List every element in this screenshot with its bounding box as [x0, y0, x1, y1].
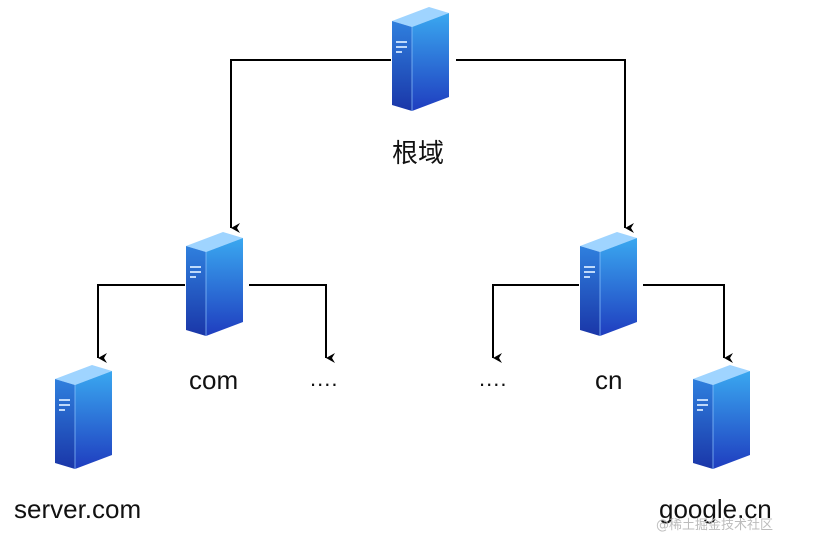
google-cn-label: google.cn: [659, 494, 772, 524]
server-icon: [579, 232, 638, 336]
com-domain-label: com: [189, 365, 239, 395]
cn-domain-label: cn: [595, 365, 623, 395]
connector-lines: [97, 59, 733, 363]
root-domain-label: 根域: [392, 139, 445, 169]
edge-com-ellipsis: [249, 284, 335, 363]
cn-more-label: ....: [479, 366, 508, 391]
com-more-label: ....: [310, 366, 339, 391]
server-icon: [185, 232, 244, 336]
watermark: @稀土掘金技术社区: [656, 518, 774, 533]
edge-com-server: [97, 284, 185, 363]
edge-cn-ellipsis: [492, 284, 579, 363]
edge-root-com: [230, 59, 391, 233]
edge-root-cn: [456, 59, 634, 233]
server-icon: [54, 365, 113, 469]
server-icon: [391, 7, 450, 111]
edge-cn-google: [643, 284, 733, 363]
server-icon: [692, 365, 751, 469]
server-com-label: server.com: [14, 494, 142, 524]
